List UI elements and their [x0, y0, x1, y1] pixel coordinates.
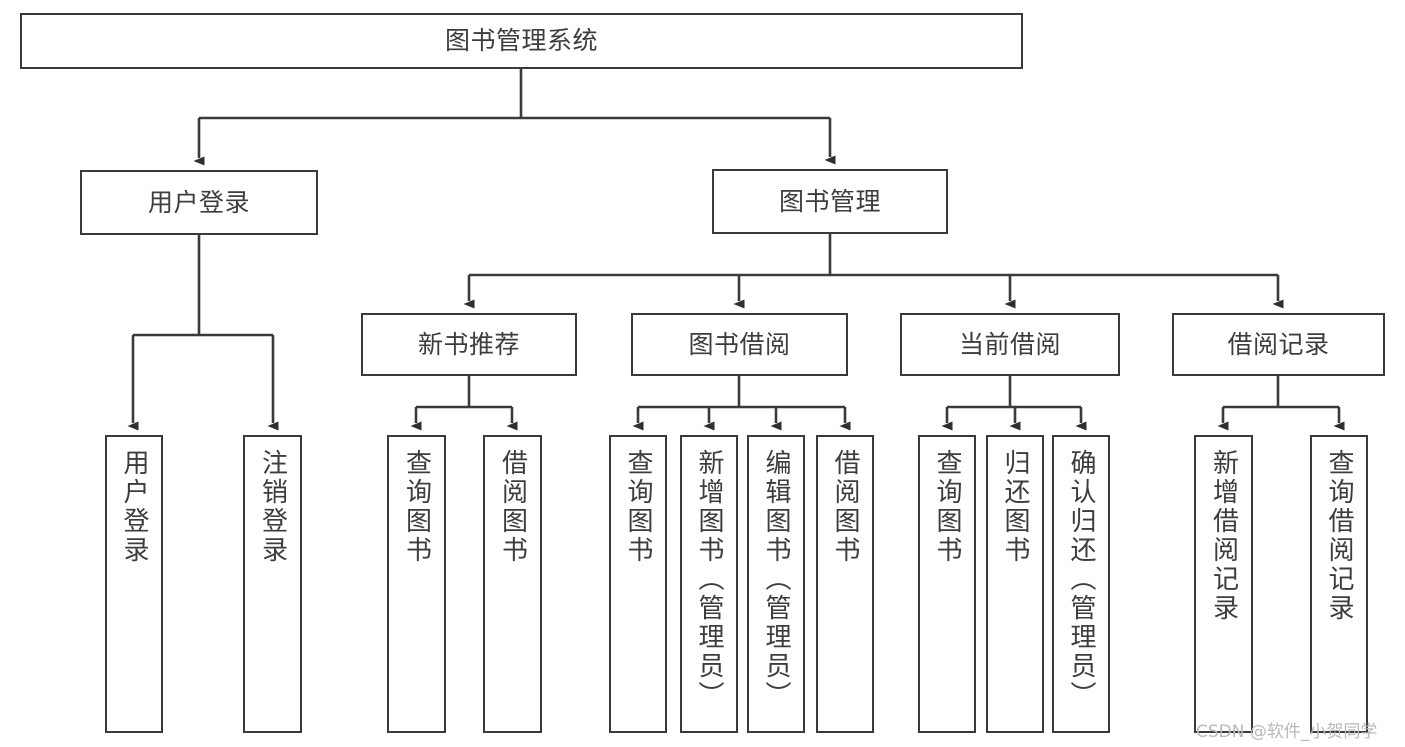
node-leaf-record-add-record[interactable]: 新增借阅记录	[1194, 435, 1253, 733]
node-label: 借阅记录	[1227, 329, 1330, 359]
node-leaf-recommend-query-book[interactable]: 查询图书	[387, 435, 446, 733]
node-book-borrow[interactable]: 图书借阅	[631, 313, 848, 376]
node-leaf-current-query-book[interactable]: 查询图书	[918, 435, 976, 733]
node-leaf-borrow-edit-book[interactable]: 编辑图书（管理员）	[747, 435, 805, 733]
node-label: 查询图书	[401, 449, 432, 565]
node-label: 查询图书	[932, 449, 962, 565]
node-leaf-current-return-book[interactable]: 归还图书	[986, 435, 1044, 733]
node-leaf-record-query-record[interactable]: 查询借阅记录	[1310, 435, 1368, 733]
node-label: 确认归还（管理员）	[1066, 449, 1096, 710]
node-label: 新增图书（管理员）	[694, 449, 724, 710]
node-label: 用户登录	[119, 449, 149, 565]
node-label: 查询借阅记录	[1324, 449, 1354, 623]
node-label: 编辑图书（管理员）	[761, 449, 791, 710]
node-leaf-borrow-add-book[interactable]: 新增图书（管理员）	[680, 435, 738, 733]
node-borrow-record[interactable]: 借阅记录	[1172, 313, 1385, 376]
node-label: 图书借阅	[688, 329, 791, 359]
node-label: 借阅图书	[497, 449, 528, 565]
node-root-system[interactable]: 图书管理系统	[20, 13, 1023, 69]
node-book-management[interactable]: 图书管理	[712, 169, 948, 234]
node-leaf-recommend-borrow-book[interactable]: 借阅图书	[483, 435, 542, 733]
node-label: 查询图书	[623, 449, 653, 565]
node-label: 注销登录	[257, 449, 288, 565]
node-label: 新增借阅记录	[1208, 449, 1239, 623]
node-label: 新书推荐	[417, 329, 520, 359]
node-label: 图书管理	[778, 186, 881, 216]
node-leaf-current-confirm-return[interactable]: 确认归还（管理员）	[1052, 435, 1110, 733]
node-leaf-user-login[interactable]: 用户登录	[105, 435, 163, 733]
node-label: 当前借阅	[958, 329, 1061, 359]
node-leaf-user-logout[interactable]: 注销登录	[243, 435, 302, 733]
node-leaf-borrow-borrow-book[interactable]: 借阅图书	[816, 435, 874, 733]
csdn-watermark: CSDN @软件_小贺同学	[1196, 722, 1378, 742]
node-label: 图书管理系统	[444, 26, 598, 56]
node-new-book-recommend[interactable]: 新书推荐	[361, 313, 577, 376]
node-leaf-borrow-query-book[interactable]: 查询图书	[609, 435, 667, 733]
node-user-login[interactable]: 用户登录	[80, 170, 318, 235]
node-label: 借阅图书	[830, 449, 860, 565]
node-label: 归还图书	[1000, 449, 1030, 565]
node-label: 用户登录	[147, 187, 250, 217]
node-current-borrow[interactable]: 当前借阅	[900, 313, 1120, 376]
